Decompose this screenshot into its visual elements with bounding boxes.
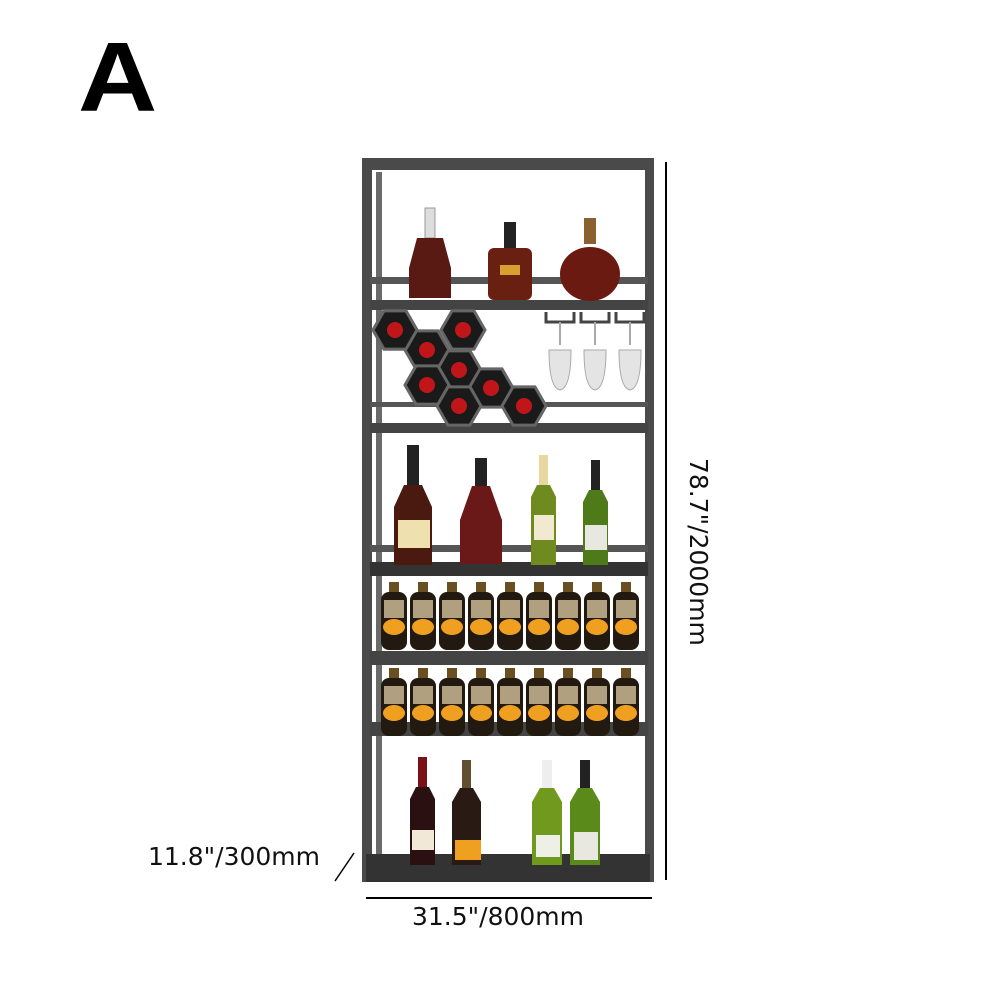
hex-bottle-slot — [371, 309, 419, 351]
top-shelf — [370, 300, 648, 310]
hex-bottle-rack — [371, 309, 548, 427]
middle-shelf — [370, 562, 648, 576]
square-whisky-bottle — [488, 222, 532, 300]
lying-bottle — [410, 668, 436, 736]
top-shelf-bottles — [409, 207, 620, 301]
lying-bottle — [613, 582, 639, 650]
lying-bottle — [439, 668, 465, 736]
bottom-shelf-bottles — [410, 757, 600, 865]
red-liqueur-bottle — [460, 458, 502, 564]
lying-bottle — [381, 668, 407, 736]
wine-glass — [544, 312, 576, 391]
variant-label: A — [78, 22, 157, 132]
lying-bottle — [497, 582, 523, 650]
bottom-shelf — [366, 854, 650, 882]
middle-shelf-rail — [370, 545, 648, 552]
wine-glass — [579, 312, 611, 391]
lying-bottle — [497, 668, 523, 736]
top-bar — [362, 158, 654, 170]
white-wine-bottle — [570, 760, 600, 865]
red-wine-bottle — [410, 757, 435, 865]
white-wine-bottle — [583, 460, 608, 565]
wine-glass — [614, 312, 646, 391]
wine-glass-holders — [544, 312, 646, 391]
hex-rack-shelf — [370, 423, 648, 433]
lying-bottle — [526, 668, 552, 736]
lying-bottle — [468, 668, 494, 736]
right-post — [645, 158, 654, 882]
lying-bottle — [555, 668, 581, 736]
hex-bottle-slot — [439, 309, 487, 351]
lying-bottle — [439, 582, 465, 650]
lying-bottle — [526, 582, 552, 650]
white-wine-bottle — [531, 455, 556, 565]
brandy-bottle — [394, 445, 432, 565]
lying-bottle — [410, 582, 436, 650]
hex-bottle-slot — [435, 385, 483, 427]
depth-dimension-line — [334, 852, 355, 882]
height-dimension: 78.7"/2000mm — [684, 458, 713, 646]
round-brandy-bottle — [560, 218, 620, 301]
lying-bottle — [555, 582, 581, 650]
lying-bottle — [584, 668, 610, 736]
lying-bottle — [613, 668, 639, 736]
white-wine-bottle — [532, 760, 562, 865]
lying-bottle — [468, 582, 494, 650]
lying-bottle-racks — [381, 582, 639, 736]
red-wine-bottle — [452, 760, 481, 865]
cognac-decanter — [409, 207, 451, 298]
left-front-post — [362, 158, 372, 882]
left-back-post — [376, 172, 382, 872]
lying-bottle — [381, 582, 407, 650]
lying-rack-shelf-1 — [370, 651, 648, 665]
middle-shelf-bottles — [394, 445, 608, 565]
width-dimension: 31.5"/800mm — [412, 902, 585, 931]
depth-dimension: 11.8"/300mm — [148, 842, 321, 871]
lying-bottle — [584, 582, 610, 650]
hex-bottle-slot — [500, 385, 548, 427]
